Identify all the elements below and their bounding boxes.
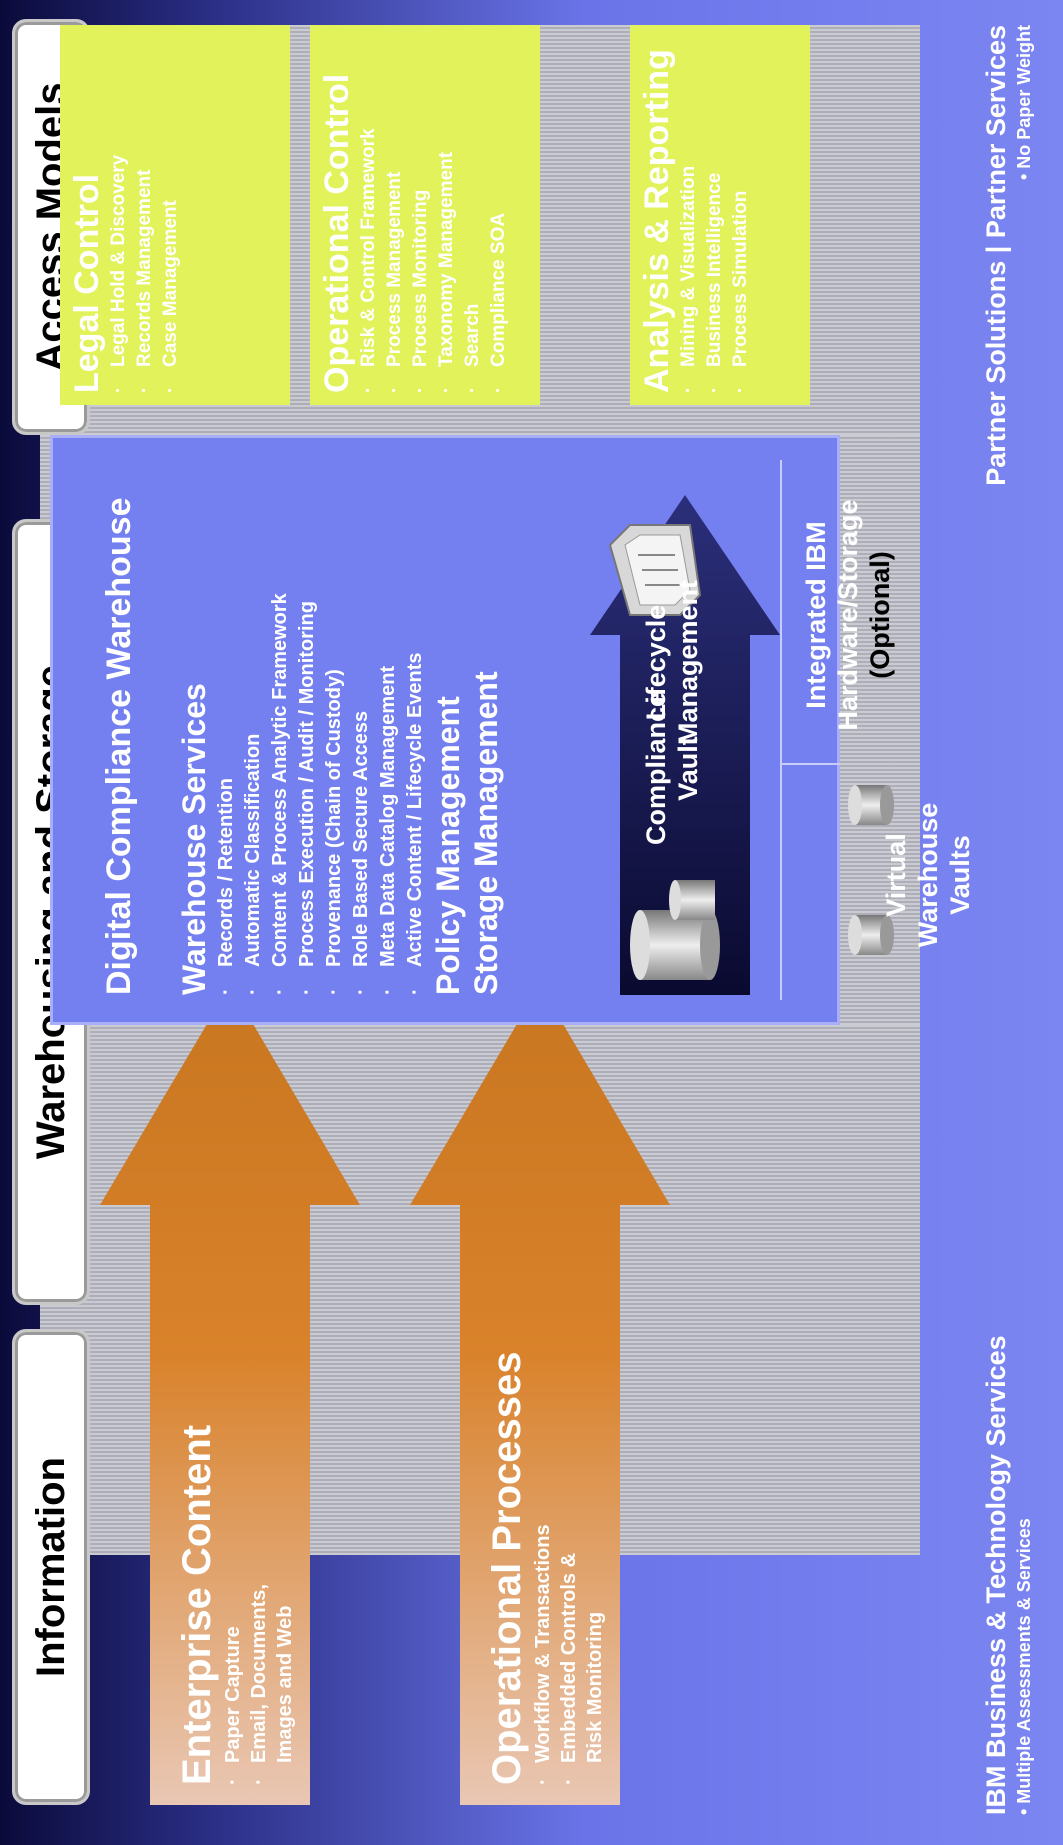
lifecycle-arrow	[590, 495, 780, 995]
dcw-title: Digital Compliance Warehouse	[100, 497, 138, 996]
operational-control-item: Process Management	[382, 37, 408, 393]
header-information: Information	[12, 1329, 90, 1805]
enterprise-item: Email, Documents,	[246, 1225, 272, 1785]
lifecycle-management-label: Lifecycle Management	[641, 579, 703, 745]
service-item: Meta Data Catalog Management	[375, 435, 402, 995]
storage-management: Storage Management	[468, 671, 504, 995]
operational-item: Embedded Controls &	[556, 1225, 582, 1785]
footer-left: IBM Business & Technology Services • Mul…	[980, 1335, 1036, 1815]
warehouse-services-title: Warehouse Services	[176, 683, 212, 995]
divider-vertical	[780, 763, 840, 765]
operational-processes-block: Operational Processes Workflow & Transac…	[485, 1225, 608, 1785]
legal-control-item: Records Management	[132, 37, 158, 393]
service-item: Process Execution / Audit / Monitoring	[294, 435, 321, 995]
legal-control-item: Case Management	[158, 37, 184, 393]
operational-item: Workflow & Transactions	[530, 1225, 556, 1785]
analysis-reporting-item: Business Intelligence	[702, 37, 728, 393]
operational-control-box: Operational Control Risk & Control Frame…	[310, 25, 540, 405]
operational-control-item: Search	[460, 37, 486, 393]
service-item: Content & Process Analytic Framework	[267, 435, 294, 995]
footer-right-sub: • No Paper Weight	[1014, 25, 1034, 180]
legal-control-item: Legal Hold & Discovery	[106, 37, 132, 393]
service-item: Role Based Secure Access	[348, 435, 375, 995]
policy-management: Policy Management	[430, 696, 466, 995]
operational-control-item: Risk & Control Framework	[356, 37, 382, 393]
enterprise-item: Images and Web	[274, 1605, 296, 1763]
enterprise-item: Paper Capture	[220, 1225, 246, 1785]
service-item: Automatic Classification	[240, 435, 267, 995]
operational-processes-title: Operational Processes	[485, 1351, 529, 1785]
warehouse-services: Warehouse Services Records / Retention A…	[175, 435, 505, 995]
legal-control-box: Legal Control Legal Hold & Discovery Rec…	[60, 25, 290, 405]
operational-item: Risk Monitoring	[584, 1611, 606, 1763]
analysis-reporting-item: Mining & Visualization	[676, 37, 702, 393]
ibm-hardware-label: Integrated IBM Hardware/Storage (Optiona…	[801, 499, 895, 731]
virtual-warehouse-vaults-label: Virtual Warehouse Vaults	[881, 802, 975, 948]
footer-left-sub: • Multiple Assessments & Services	[1014, 1518, 1034, 1815]
footer-right: Partner Solutions | Partner Services • N…	[980, 25, 1036, 615]
analysis-reporting-title: Analysis & Reporting	[638, 49, 676, 393]
service-item: Provenance (Chain of Custody)	[321, 435, 348, 995]
service-item: Active Content / Lifecycle Events	[402, 435, 429, 995]
legal-control-title: Legal Control	[68, 173, 106, 393]
analysis-reporting-box: Analysis & Reporting Mining & Visualizat…	[630, 25, 810, 405]
enterprise-content-title: Enterprise Content	[175, 1424, 219, 1785]
operational-control-item: Compliance SOA	[486, 37, 512, 393]
analysis-reporting-item: Process Simulation	[728, 37, 754, 393]
operational-control-title: Operational Control	[318, 73, 356, 393]
operational-control-item: Taxonomy Management	[434, 37, 460, 393]
divider-horizontal	[780, 460, 782, 1000]
enterprise-content-block: Enterprise Content Paper Capture Email, …	[175, 1225, 298, 1785]
compliance-vault-disk-icon	[630, 880, 720, 980]
operational-control-item: Process Monitoring	[408, 37, 434, 393]
printer-server-icon	[608, 524, 702, 616]
footer-left-title: IBM Business & Technology Services	[981, 1335, 1011, 1815]
virtual-vault-disk-icon	[848, 785, 894, 825]
virtual-vault-disk-icon	[848, 915, 894, 955]
footer-right-title: Partner Solutions | Partner Services	[981, 25, 1011, 486]
service-item: Records / Retention	[213, 435, 240, 995]
